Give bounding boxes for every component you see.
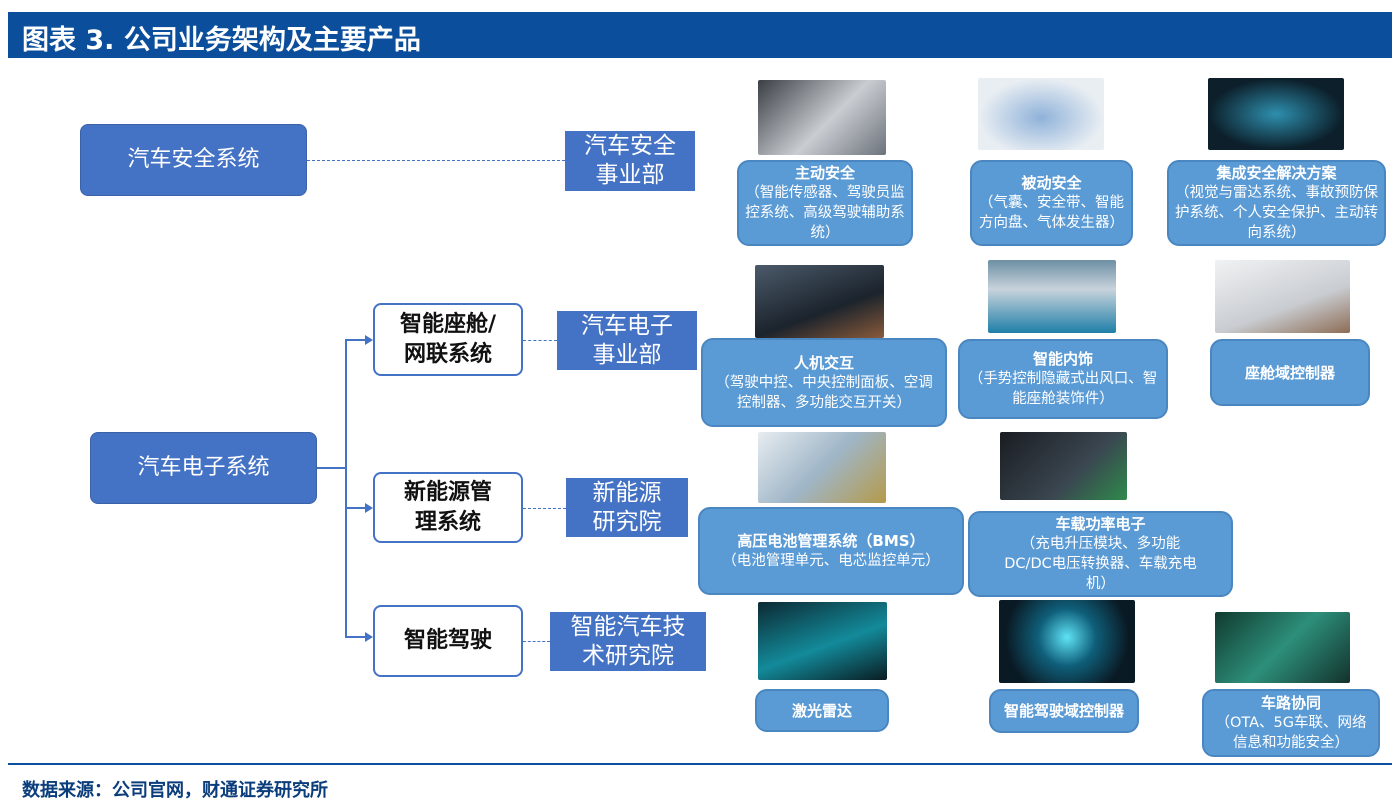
product-title: 车路协同 [1260, 694, 1321, 712]
product-title: 智能驾驶域控制器 [1003, 702, 1124, 720]
connector-line [523, 508, 566, 509]
product-driving-controller: 智能驾驶域控制器 [989, 689, 1139, 733]
product-cockpit-controller: 座舱域控制器 [1210, 339, 1370, 406]
connector-line [317, 467, 346, 469]
figure-title: 图表 3. 公司业务架构及主要产品 [8, 12, 1392, 58]
connector-line [523, 641, 550, 642]
product-desc: （气囊、安全带、智能方向盘、气体发生器） [979, 195, 1124, 231]
connector-line [307, 160, 565, 161]
system-auto-safety: 汽车安全系统 [80, 124, 307, 196]
product-desc: （智能传感器、驾驶员监控系统、高级驾驶辅助系统） [745, 185, 905, 241]
product-title: 智能内饰 [1032, 350, 1093, 368]
smart-interior-image [988, 260, 1116, 333]
dept-safety: 汽车安全 事业部 [565, 131, 695, 191]
product-active-safety: 主动安全 （智能传感器、驾驶员监控系统、高级驾驶辅助系统） [737, 160, 913, 246]
product-title: 集成安全解决方案 [1216, 164, 1337, 182]
source-note: 数据来源：公司官网，财通证券研究所 [22, 780, 328, 801]
power-electronics-image [1000, 432, 1127, 500]
product-title: 人机交互 [793, 353, 854, 372]
subsystem-smart-driving: 智能驾驶 [373, 605, 523, 677]
radar-vision-image [1208, 78, 1344, 150]
product-title: 被动安全 [1021, 174, 1082, 192]
product-title: 激光雷达 [791, 701, 852, 720]
arrow-icon [365, 335, 373, 345]
product-lidar: 激光雷达 [755, 689, 889, 732]
arrow-icon [365, 632, 373, 642]
product-desc: （驾驶中控、中央控制面板、空调控制器、多功能交互开关） [715, 374, 933, 411]
connector-line [345, 339, 365, 341]
connector-line [345, 507, 365, 509]
driver-monitoring-image [758, 80, 886, 155]
product-desc: （OTA、5G车联、网络信息和功能安全） [1215, 715, 1367, 751]
product-title: 主动安全 [794, 164, 855, 182]
product-v2x: 车路协同 （OTA、5G车联、网络信息和功能安全） [1202, 689, 1380, 757]
system-auto-electronics: 汽车电子系统 [90, 432, 317, 504]
product-desc: （视觉与雷达系统、事故预防保护系统、个人安全保护、主动转向系统） [1175, 185, 1378, 241]
arrow-icon [365, 503, 373, 513]
dashboard-image [755, 265, 884, 338]
connector-line [345, 340, 347, 638]
connector-line [523, 340, 557, 341]
product-title: 座舱域控制器 [1244, 363, 1335, 382]
airbag-car-image [978, 78, 1104, 150]
subsystem-new-energy: 新能源管 理系统 [373, 472, 523, 543]
product-desc: （电池管理单元、电芯监控单元） [722, 553, 940, 569]
cockpit-sketch-image [1215, 260, 1350, 333]
product-desc: （手势控制隐藏式出风口、智能座舱装饰件） [968, 371, 1158, 407]
product-passive-safety: 被动安全 （气囊、安全带、智能方向盘、气体发生器） [970, 160, 1133, 246]
product-integrated-safety: 集成安全解决方案 （视觉与雷达系统、事故预防保护系统、个人安全保护、主动转向系统） [1167, 160, 1386, 246]
product-desc: （充电升压模块、多功能DC/DC电压转换器、车载充电机） [1004, 536, 1197, 592]
subsystem-smart-cockpit: 智能座舱/ 网联系统 [373, 303, 523, 376]
v2x-road-image [1215, 612, 1350, 683]
product-title: 高压电池管理系统（BMS） [737, 532, 925, 550]
connector-line [345, 636, 365, 638]
battery-chassis-image [758, 432, 886, 503]
product-smart-interior: 智能内饰 （手势控制隐藏式出风口、智能座舱装饰件） [958, 339, 1168, 419]
product-bms: 高压电池管理系统（BMS） （电池管理单元、电芯监控单元） [698, 507, 964, 595]
product-title: 车载功率电子 [1055, 515, 1146, 533]
dept-smart-car-tech: 智能汽车技 术研究院 [550, 612, 706, 671]
footer-divider [8, 763, 1392, 765]
chip-image [999, 600, 1135, 683]
dept-new-energy: 新能源 研究院 [566, 478, 688, 537]
dept-electronics: 汽车电子 事业部 [557, 311, 697, 370]
lidar-car-image [758, 602, 887, 680]
product-hmi: 人机交互 （驾驶中控、中央控制面板、空调控制器、多功能交互开关） [701, 338, 947, 427]
product-power-electronics: 车载功率电子 （充电升压模块、多功能DC/DC电压转换器、车载充电机） [968, 511, 1233, 597]
